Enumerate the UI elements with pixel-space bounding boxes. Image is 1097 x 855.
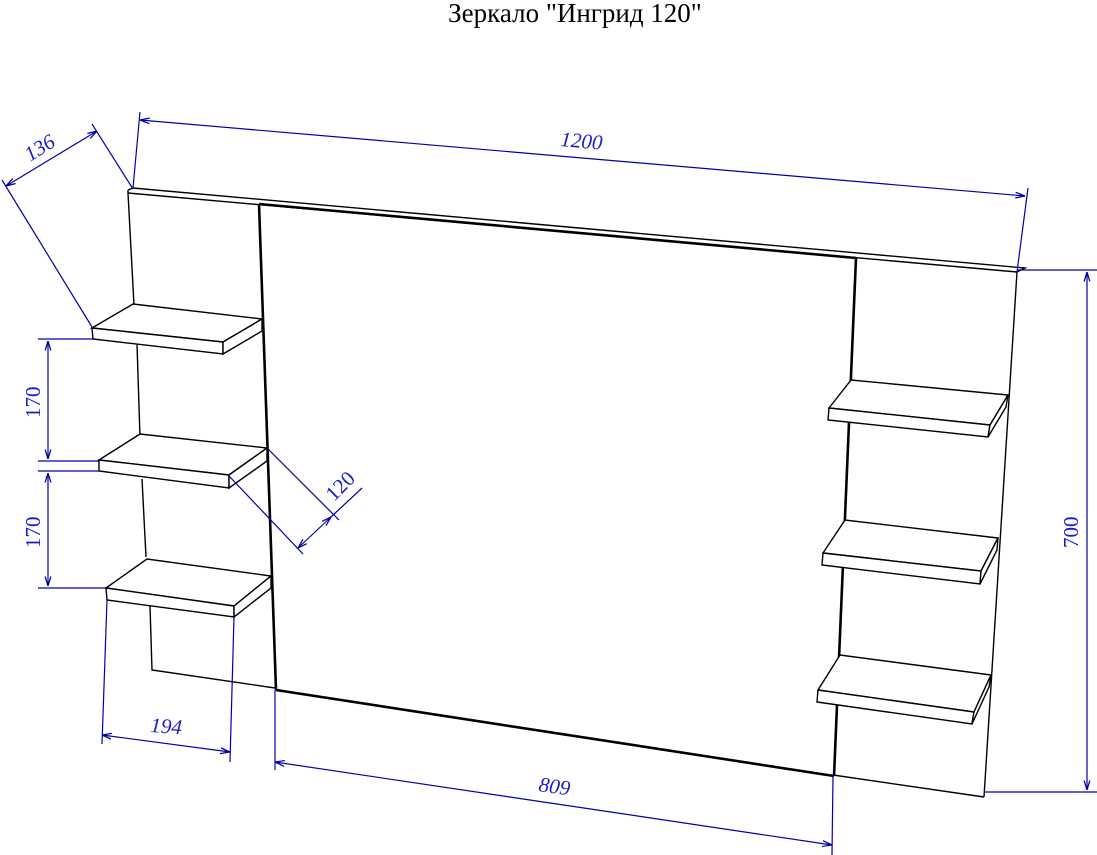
drawing-title: Зеркало "Ингрид 120" — [448, 0, 702, 28]
right-shelf-2 — [821, 519, 1000, 585]
total-width-label: 1200 — [560, 127, 604, 155]
shelf-depth-label: 120 — [321, 466, 360, 505]
dimension-shelf-spacing-lower: 170 — [21, 470, 106, 589]
shelf-spacing-upper-label: 170 — [21, 387, 45, 419]
right-shelf-1 — [827, 379, 1010, 438]
shelf-spacing-lower-label: 170 — [21, 517, 45, 549]
left-shelf-2 — [96, 433, 269, 490]
left-shelf-1 — [89, 303, 265, 356]
dimension-mirror-width: 809 — [275, 690, 834, 855]
mirror-width-label: 809 — [537, 772, 572, 800]
total-height-label: 700 — [1059, 517, 1083, 549]
right-shelf-3 — [816, 654, 993, 725]
dimension-total-width: 1200 — [132, 111, 1029, 273]
dimension-shelf-width: 194 — [102, 599, 235, 763]
left-shelf-3 — [104, 558, 273, 619]
dimension-total-height: 700 — [984, 269, 1097, 793]
dimension-shelf-spacing-upper: 170 — [21, 338, 99, 462]
shelf-width-label: 194 — [150, 713, 184, 739]
depth-label: 136 — [20, 129, 60, 166]
dimension-depth: 136 — [1, 123, 134, 328]
